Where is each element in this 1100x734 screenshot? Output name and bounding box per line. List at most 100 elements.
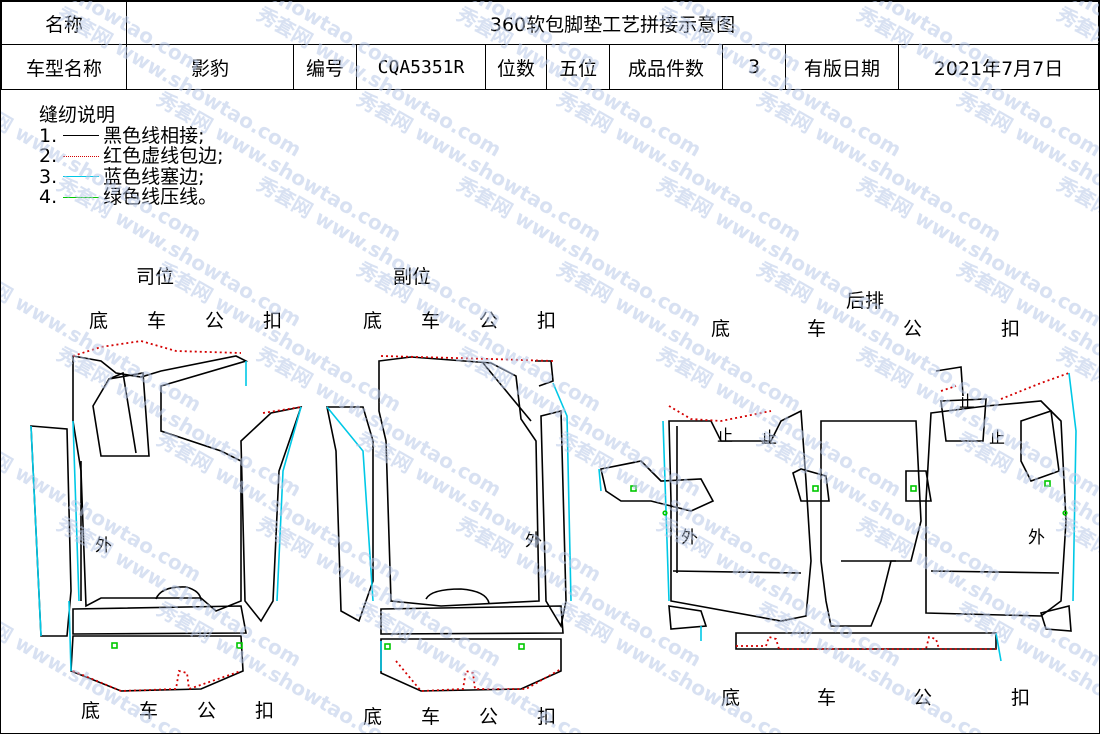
sewing-legend: 缝纫说明 1. 黑色线相接; 2. 红色虚线包边; 3. 蓝色线塞边; 4. 绿… — [39, 105, 224, 208]
driver-right-strip — [240, 405, 303, 623]
date-value: 2021年7月7日 — [898, 44, 1099, 90]
label-che: 车 — [421, 706, 440, 728]
rear-mat-group — [600, 366, 1072, 650]
driver-mat-group — [30, 355, 303, 692]
label-gong: 公 — [479, 706, 498, 728]
legend-text: 蓝色线塞边; — [103, 165, 205, 188]
label-di: 底 — [81, 700, 100, 722]
model-label: 车型名称 — [1, 44, 127, 90]
driver-outer-label: 外 — [95, 536, 112, 556]
label-kou: 扣 — [1001, 318, 1020, 340]
mat-drawing: 司位 副位 后排 底 车 公 扣 底 车 公 扣 底 车 公 扣 底 车 公 扣 — [30, 266, 1077, 728]
passenger-blue-edge — [326, 382, 572, 671]
legend-text: 绿色线压线。 — [103, 186, 218, 208]
driver-bottom-labels: 底 车 公 扣 — [81, 700, 274, 722]
rear-bottom-strip — [735, 632, 997, 650]
seats-value: 五位 — [546, 44, 610, 90]
label-di: 底 — [363, 706, 382, 728]
label-di: 底 — [89, 310, 108, 332]
legend-item-blue: 3. 蓝色线塞边; — [39, 165, 224, 188]
code-label: 编号 — [293, 44, 357, 90]
rear-stop-mark-1: 止 — [717, 426, 733, 445]
passenger-diagonal-seam — [482, 362, 532, 422]
driver-heel-seam — [108, 371, 137, 454]
rear-right-panel — [925, 400, 1067, 617]
rear-right-outer-label: 外 — [1028, 528, 1045, 548]
rear-red-edge — [668, 372, 1070, 650]
passenger-lower-bar — [380, 605, 564, 635]
rear-left-panel — [668, 409, 812, 622]
section-driver-title: 司位 — [136, 266, 174, 288]
driver-heel-pad — [92, 372, 150, 457]
legend-num: 2. — [39, 145, 58, 167]
legend-text: 黑色线相接; — [103, 124, 205, 147]
passenger-outer-label: 外 — [525, 531, 542, 551]
driver-lower-bar — [72, 605, 247, 635]
label-kou: 扣 — [537, 310, 556, 332]
label-che: 车 — [817, 687, 836, 709]
legend-text: 红色虚线包边; — [103, 145, 224, 167]
label-kou: 扣 — [255, 700, 274, 722]
code-value: CQA5351R — [356, 44, 486, 90]
green-press-markers — [111, 480, 1068, 650]
rear-center-tunnel — [820, 420, 922, 627]
legend-item-green: 4. 绿色线压线。 — [39, 187, 224, 208]
rear-right-side-pad — [1020, 409, 1060, 482]
driver-left-strip — [30, 425, 72, 637]
red-dotted-swatch — [63, 155, 100, 157]
rear-left-wing — [600, 460, 715, 512]
passenger-bottom-labels: 底 车 公 扣 — [363, 706, 556, 728]
passenger-left-strip — [326, 406, 374, 623]
label-di: 底 — [721, 687, 740, 709]
passenger-top-labels: 底 车 公 扣 — [363, 310, 556, 332]
driver-blue-edge — [30, 361, 302, 672]
pieces-label: 成品件数 — [609, 44, 723, 90]
rear-right-corner — [1039, 604, 1072, 632]
rear-left-outer-label: 外 — [681, 528, 698, 548]
black-line-swatch — [63, 135, 100, 137]
section-rear-title: 后排 — [846, 290, 884, 312]
date-label: 有版日期 — [785, 44, 899, 90]
rear-bottom-labels: 底 车 公 扣 — [721, 687, 1030, 709]
rear-left-hump — [792, 468, 830, 502]
label-gong: 公 — [197, 700, 216, 722]
rear-stop-mark-3: 止 — [959, 392, 975, 411]
label-gong: 公 — [903, 318, 922, 340]
legend-item-black: 1. 黑色线相接; — [39, 124, 224, 147]
green-line-swatch — [63, 196, 100, 198]
rear-left-lower-seam — [672, 570, 802, 574]
rear-right-hump — [905, 470, 932, 502]
rear-top-labels: 底 车 公 扣 — [711, 318, 1020, 340]
legend-num: 3. — [39, 165, 58, 188]
passenger-main-panel — [378, 356, 540, 607]
rear-stop-mark-2: 止 — [761, 428, 777, 447]
legend-num: 1. — [39, 124, 58, 147]
driver-main-panel — [72, 355, 249, 612]
label-gong: 公 — [479, 310, 498, 332]
section-passenger-title: 副位 — [393, 266, 431, 288]
rear-stop-mark-4: 止 — [989, 428, 1005, 447]
blue-line-swatch — [63, 176, 100, 178]
driver-red-edge — [72, 340, 302, 692]
passenger-pedal-cut — [425, 588, 490, 604]
passenger-corner-notch — [535, 360, 554, 387]
diagram-title: 360软包脚垫工艺拼接示意图 — [126, 1, 1099, 45]
label-che: 车 — [807, 318, 826, 340]
header-table: 名称 360软包脚垫工艺拼接示意图 车型名称 影豹 编号 CQA5351R 位数… — [1, 1, 1099, 90]
legend-title: 缝纫说明 — [39, 104, 116, 126]
label-kou: 扣 — [263, 310, 282, 332]
pieces-value: 3 — [722, 44, 786, 90]
label-gong: 公 — [205, 310, 224, 332]
model-value: 影豹 — [126, 44, 294, 90]
rear-right-lower-seam — [930, 570, 1060, 574]
passenger-mat-group — [326, 356, 567, 692]
driver-top-labels: 底 车 公 扣 — [89, 310, 282, 332]
label-di: 底 — [363, 310, 382, 332]
label-kou: 扣 — [537, 706, 556, 728]
rear-left-corner — [668, 605, 708, 630]
seats-label: 位数 — [485, 44, 547, 90]
rear-right-heel-pad — [940, 398, 987, 442]
label-che: 车 — [421, 310, 440, 332]
legend-item-red: 2. 红色虚线包边; — [39, 146, 224, 167]
